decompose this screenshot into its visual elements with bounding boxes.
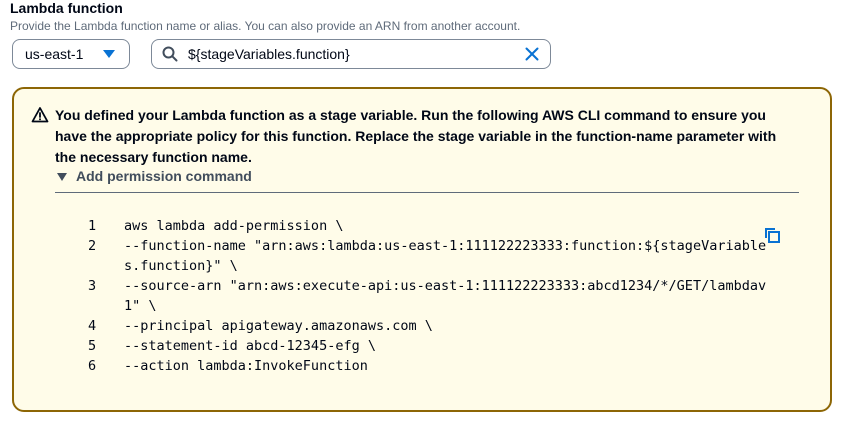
line-number: 4	[88, 318, 97, 334]
code-block: 1 aws lambda add-permission \ 2 --function-…	[88, 216, 778, 376]
clear-icon[interactable]	[524, 46, 540, 62]
code-line: 3 --source-arn "arn:aws:execute-api:us-ea…	[88, 276, 778, 316]
function-search-field[interactable]	[151, 39, 551, 69]
field-description: Provide the Lambda function name or alia…	[10, 19, 521, 33]
search-icon	[162, 46, 178, 62]
line-number: 1	[88, 218, 97, 234]
expander-label: Add permission command	[76, 168, 252, 184]
line-code: --source-arn "arn:aws:execute-api:us-eas…	[124, 278, 767, 314]
warning-alert: You defined your Lambda function as a st…	[12, 87, 832, 412]
code-line: 5 --statement-id abcd-12345-efg \	[88, 336, 778, 356]
code-line: 6 --action lambda:InvokeFunction	[88, 356, 778, 376]
copy-icon[interactable]	[763, 226, 781, 244]
code-line: 1 aws lambda add-permission \	[88, 216, 778, 236]
region-select[interactable]: us-east-1	[12, 39, 130, 69]
line-code: --principal apigateway.amazonaws.com \	[124, 318, 433, 334]
function-name-input[interactable]	[188, 46, 524, 62]
code-line: 2 --function-name "arn:aws:lambda:us-east…	[88, 236, 778, 276]
triangle-down-icon	[57, 173, 67, 181]
line-code: --statement-id abcd-12345-efg \	[124, 338, 376, 354]
field-label: Lambda function	[10, 0, 123, 16]
region-select-value: us-east-1	[25, 46, 84, 62]
caret-down-icon	[103, 50, 115, 58]
line-number: 5	[88, 338, 97, 354]
line-number: 3	[88, 278, 97, 294]
line-number: 6	[88, 358, 97, 374]
code-line: 4 --principal apigateway.amazonaws.com \	[88, 316, 778, 336]
add-permission-expander[interactable]: Add permission command	[55, 168, 799, 193]
alert-message: You defined your Lambda function as a st…	[55, 107, 777, 165]
line-code: aws lambda add-permission \	[124, 218, 344, 234]
line-number: 2	[88, 238, 97, 254]
line-code: --action lambda:InvokeFunction	[124, 358, 368, 374]
warning-icon	[31, 106, 49, 124]
line-code: --function-name "arn:aws:lambda:us-east-…	[124, 238, 767, 274]
